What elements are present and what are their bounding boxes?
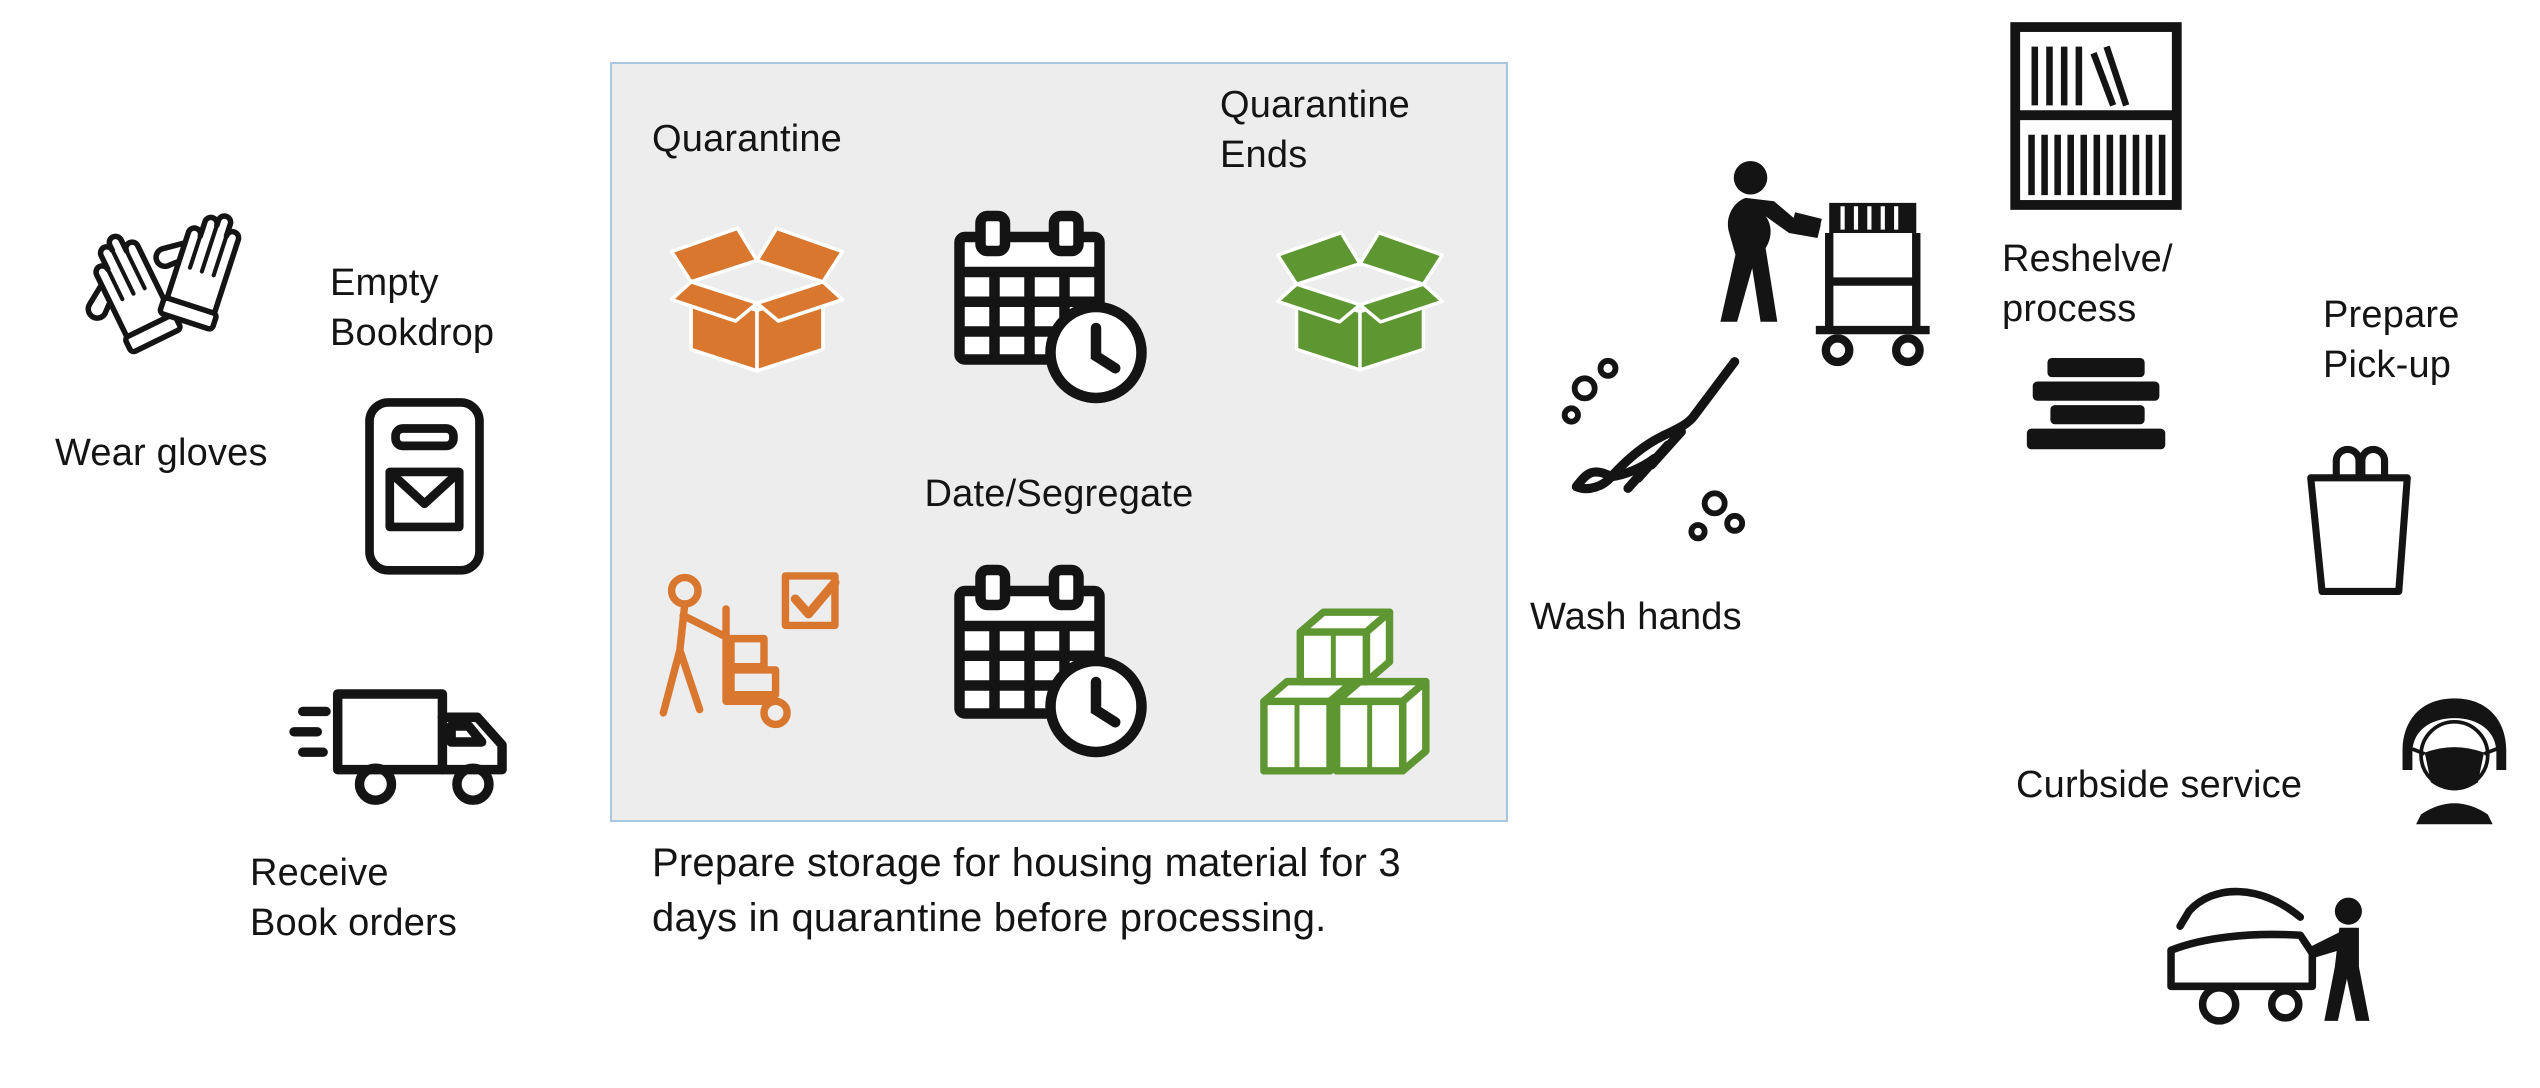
reshelve-process-label: Reshelve/ process [2002,238,2173,331]
wash-hands-icon [1548,345,1773,570]
empty-bookdrop-label: Empty Bookdrop [330,262,495,355]
quarantine-note: Prepare storage for housing material for… [652,841,1401,941]
worker-dolly-checklist-icon [640,566,855,764]
quarantine-label: Quarantine [652,118,843,160]
receive-book-orders-label: Receive Book orders [250,852,458,945]
car-trunk-loading-icon [2156,866,2404,1039]
open-box-green-icon [1264,212,1456,377]
calendar-clock-icon [942,202,1152,412]
quarantine-ends-label: Quarantine Ends [1220,84,1411,177]
open-box-orange-icon [657,207,857,378]
bookshelf-icon [2002,14,2190,218]
curbside-service-label: Curbside service [2016,764,2303,806]
wear-gloves-label: Wear gloves [55,432,268,474]
masked-person-icon [2384,686,2526,828]
book-stack-icon [2018,352,2180,470]
shopping-bag-icon [2288,418,2430,603]
quarantine-panel: Quarantine Quarantine Ends [610,62,1508,822]
book-cart-icon [1690,156,1950,382]
stacked-boxes-icon [1244,599,1459,789]
bookdrop-icon [352,388,497,579]
delivery-truck-icon [288,662,543,822]
prepare-pickup-label: Prepare Pick-up [2323,294,2460,387]
wash-hands-label: Wash hands [1530,596,1742,638]
date-segregate-label: Date/Segregate [924,473,1194,515]
calendar-clock-icon [942,556,1152,766]
gloves-icon [62,170,242,377]
